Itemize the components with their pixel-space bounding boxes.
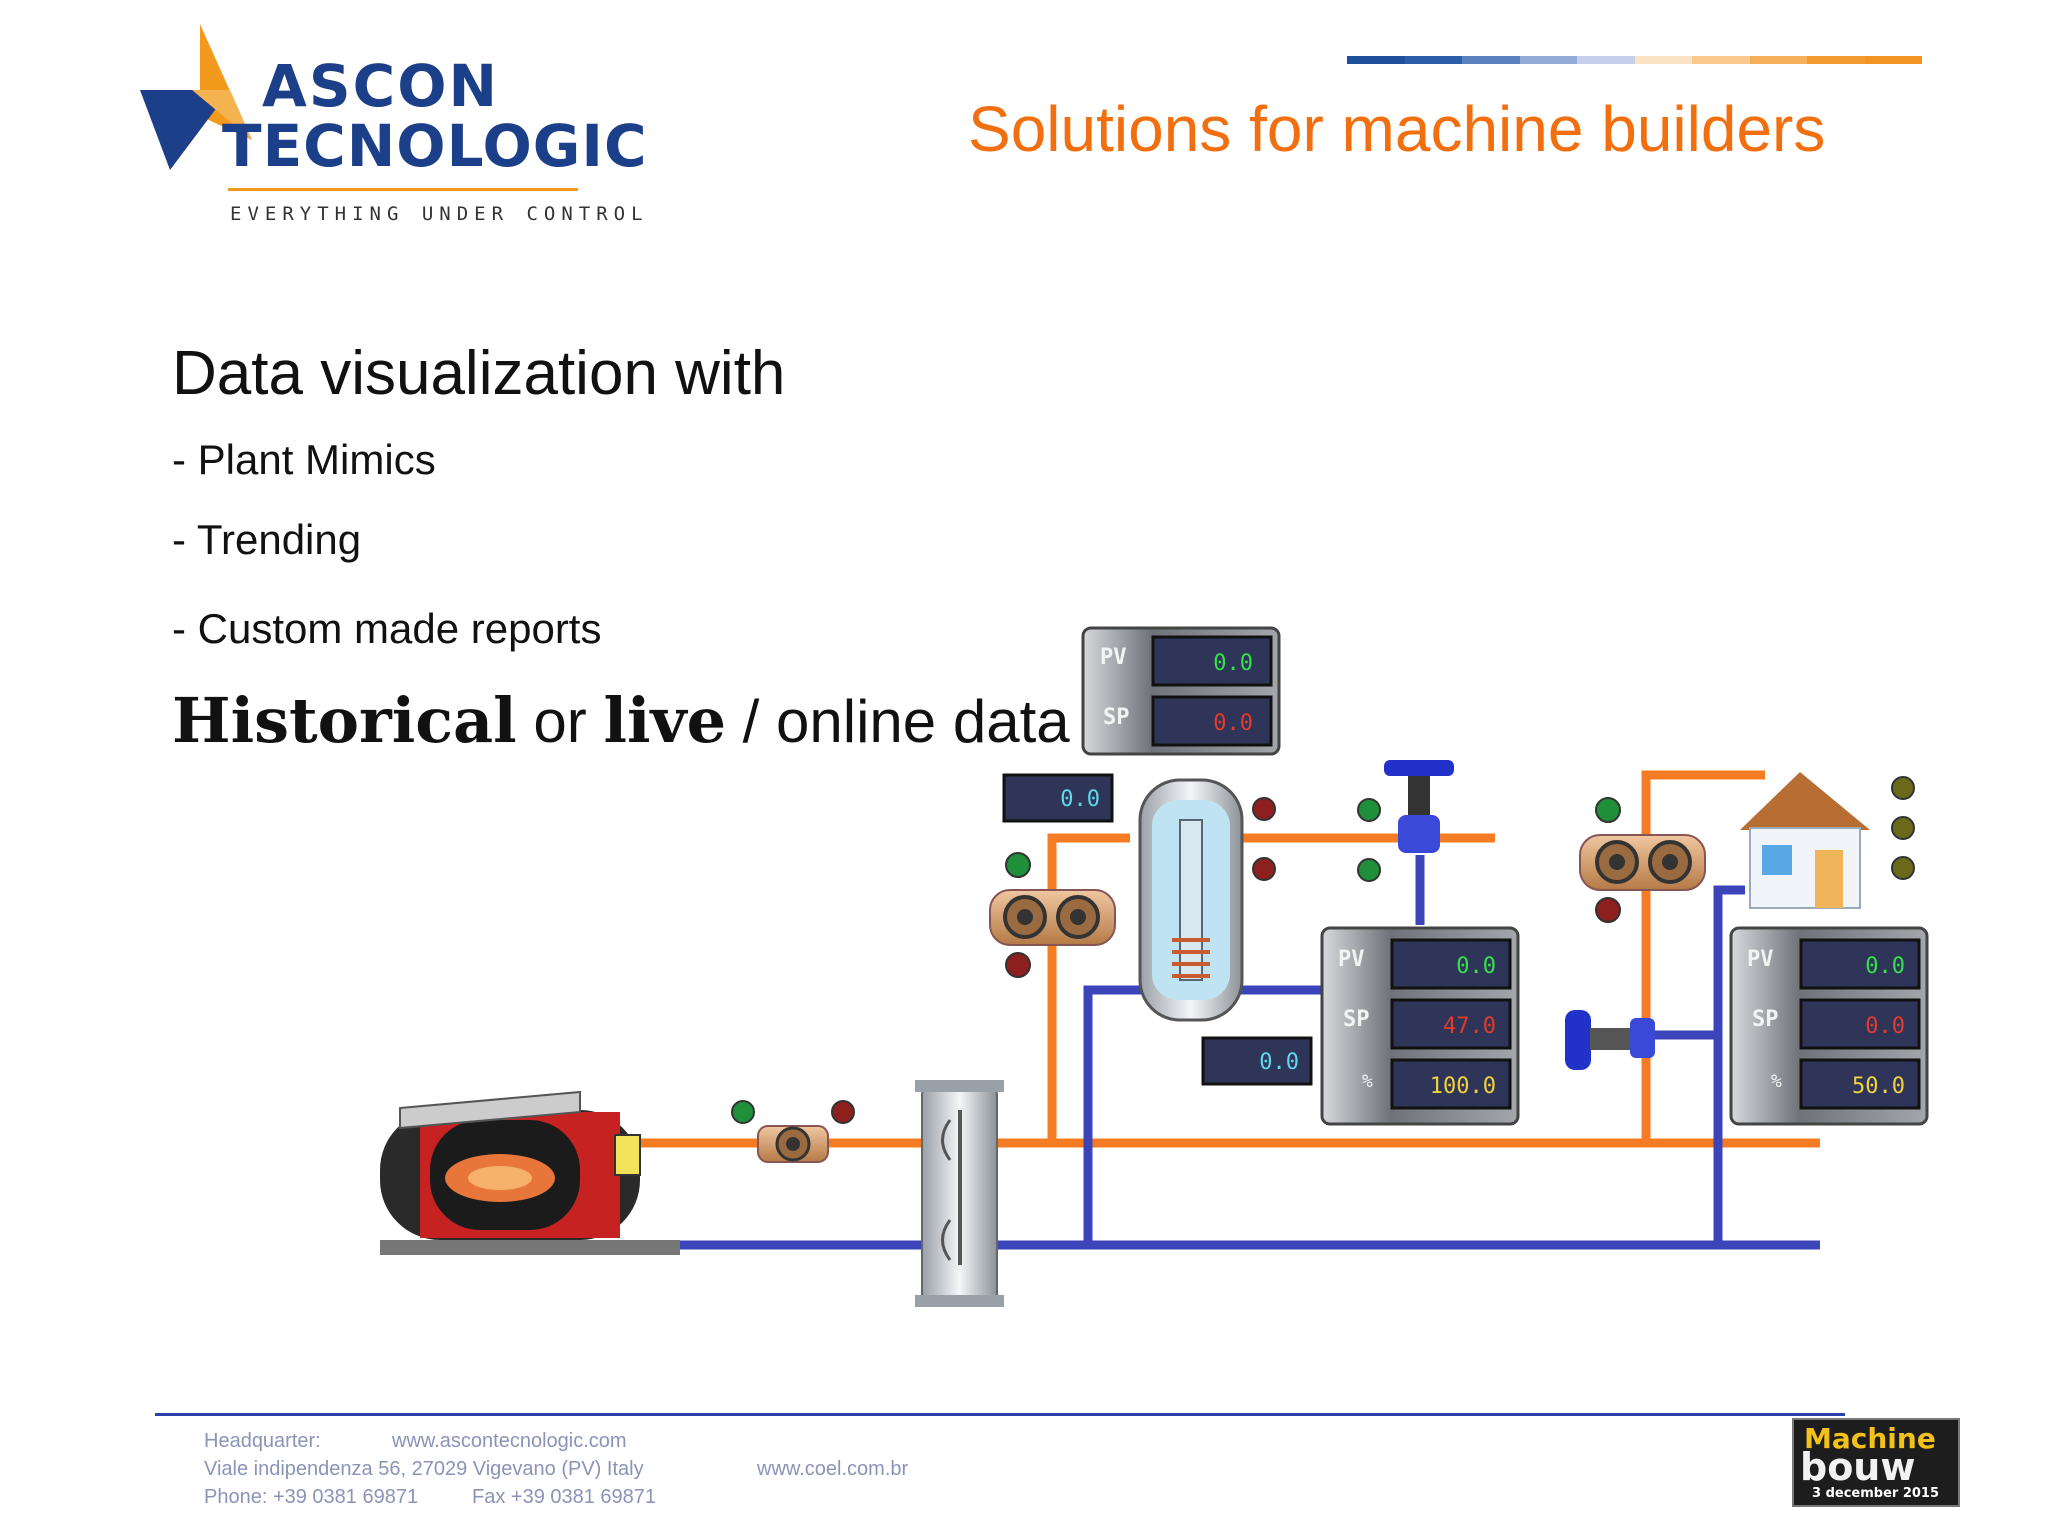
color-bar-segment xyxy=(1807,56,1865,64)
ascon-logo-icon xyxy=(140,24,252,170)
badge-line1: Machine xyxy=(1804,1422,1936,1455)
color-bar-segment xyxy=(1864,56,1922,64)
display-left: 0.0 xyxy=(1002,773,1114,823)
panel-top-pv-value: 0.0 xyxy=(1213,651,1253,676)
house-icon xyxy=(1740,772,1915,909)
cold-pipes xyxy=(670,855,1820,1250)
panel-mid-pv-label: PV xyxy=(1338,947,1365,972)
badge-date: 3 december 2015 xyxy=(1812,1486,1940,1501)
panel-mid-pv-value: 0.0 xyxy=(1456,954,1496,979)
pump-small-icon xyxy=(731,1100,855,1163)
display-mid-value: 0.0 xyxy=(1259,1050,1299,1075)
bullet-trending: - Trending xyxy=(172,516,362,563)
color-bar-segment xyxy=(1577,56,1635,64)
panel-right-pct-value: 50.0 xyxy=(1852,1074,1905,1099)
control-valve-icon xyxy=(1357,760,1454,882)
controller-panel-mid: PV SP % 0.0 47.0 100.0 xyxy=(1320,926,1520,1126)
panel-mid-pct-value: 100.0 xyxy=(1430,1074,1496,1099)
panel-mid-sp-label: SP xyxy=(1343,1007,1370,1032)
heat-exchanger-icon xyxy=(915,1080,1004,1307)
header-color-bar xyxy=(1347,56,1922,64)
color-bar-segment xyxy=(1347,56,1405,64)
page-title: Solutions for machine builders xyxy=(968,93,1826,165)
panel-mid-sp-value: 47.0 xyxy=(1443,1014,1496,1039)
bullet-plant-mimics: - Plant Mimics xyxy=(172,436,436,483)
color-bar-segment xyxy=(1634,56,1692,64)
controller-panel-top: PV SP 0.0 0.0 xyxy=(1081,626,1281,756)
panel-top-sp-label: SP xyxy=(1103,705,1130,730)
brand-divider xyxy=(228,188,578,191)
pump-left-icon xyxy=(989,852,1116,978)
section-heading: Data visualization with xyxy=(172,339,786,408)
color-bar-segment xyxy=(1692,56,1750,64)
online-word: / online data xyxy=(726,688,1070,755)
display-left-value: 0.0 xyxy=(1060,787,1100,812)
display-mid: 0.0 xyxy=(1201,1036,1313,1086)
side-valve-icon xyxy=(1565,1010,1655,1070)
panel-mid-pct-label: % xyxy=(1362,1071,1373,1092)
panel-right-pct-label: % xyxy=(1771,1071,1782,1092)
footer-website-link[interactable]: www.ascontecnologic.com xyxy=(392,1430,627,1452)
footer-address: Viale indipendenza 56, 27029 Vigevano (P… xyxy=(204,1458,644,1480)
footer-hq-label: Headquarter: xyxy=(204,1430,321,1452)
panel-right-pv-label: PV xyxy=(1747,947,1774,972)
historical-word: Historical xyxy=(172,684,517,757)
color-bar-segment xyxy=(1519,56,1577,64)
panel-right-sp-value: 0.0 xyxy=(1865,1014,1905,1039)
bullet-custom-reports: - Custom made reports xyxy=(172,605,602,652)
data-mode-line: Historical or live / online data xyxy=(172,684,1070,757)
boiler-icon xyxy=(380,1090,680,1255)
brand-name-top: ASCON xyxy=(262,52,500,120)
or-word: or xyxy=(516,688,604,755)
footer-fax: Fax +39 0381 69871 xyxy=(472,1486,657,1508)
footer-website2-link[interactable]: www.coel.com.br xyxy=(757,1458,909,1480)
brand-tagline: EVERYTHING UNDER CONTROL xyxy=(230,203,649,225)
color-bar-segment xyxy=(1404,56,1462,64)
panel-top-pv-label: PV xyxy=(1100,645,1127,670)
color-bar-segment xyxy=(1462,56,1520,64)
pump-right-icon xyxy=(1579,797,1706,923)
live-word: live xyxy=(603,684,727,757)
controller-panel-right: PV SP % 0.0 0.0 50.0 xyxy=(1729,926,1929,1126)
storage-tank-icon xyxy=(1138,778,1276,1022)
footer-phone: Phone: +39 0381 69871 xyxy=(204,1486,419,1508)
color-bar-segment xyxy=(1749,56,1807,64)
panel-top-sp-value: 0.0 xyxy=(1213,711,1253,736)
badge-line2: bouw xyxy=(1800,1445,1916,1489)
panel-right-pv-value: 0.0 xyxy=(1865,954,1905,979)
footer-divider xyxy=(155,1413,1845,1416)
panel-right-sp-label: SP xyxy=(1752,1007,1779,1032)
machine-bouw-badge: Machine bouw 3 december 2015 xyxy=(1792,1418,1960,1507)
brand-name-bottom: TECNOLOGIC xyxy=(222,112,648,180)
